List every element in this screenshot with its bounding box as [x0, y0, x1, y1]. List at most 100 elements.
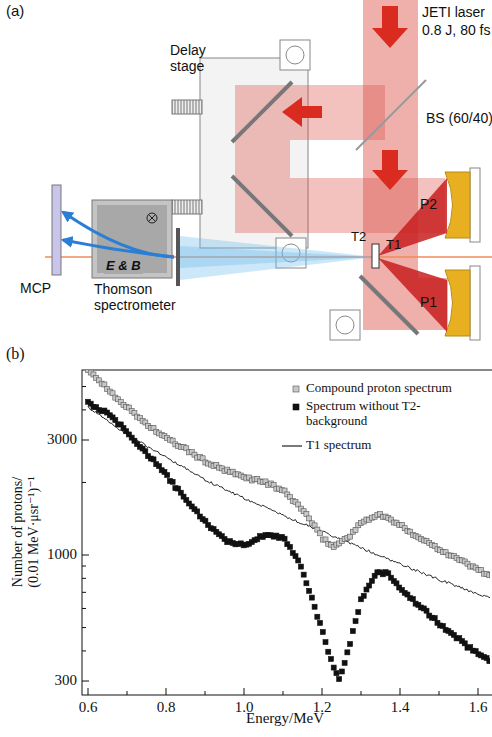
y-tick-label: 300	[0, 672, 77, 689]
y-axis-title: Number of protons/ (0.01 MeV·μsr⁻¹)⁻¹	[10, 467, 42, 597]
data-marker	[304, 581, 309, 586]
data-marker	[334, 671, 339, 676]
compound-spectrum-markers	[86, 370, 491, 581]
beam-arrow	[372, 6, 408, 48]
data-marker	[320, 630, 325, 635]
data-marker	[350, 629, 355, 634]
t1-spectrum-line	[88, 406, 490, 600]
x-tick	[400, 688, 401, 695]
part-label: P2	[420, 196, 437, 212]
x-tick-label: 1.4	[391, 699, 410, 716]
data-marker	[348, 642, 353, 647]
proton-beam	[180, 246, 376, 268]
mirror-mount	[330, 310, 360, 340]
beam-arrow	[282, 97, 322, 127]
data-marker	[318, 531, 323, 536]
parabola-p2	[445, 172, 470, 238]
data-marker	[328, 657, 333, 662]
focused-beam	[378, 178, 447, 256]
data-marker	[143, 449, 148, 454]
data-marker	[323, 640, 328, 645]
field-label: E & B	[104, 259, 143, 274]
beam-splitter	[356, 80, 426, 150]
x-tick	[244, 688, 245, 695]
data-marker	[342, 660, 347, 665]
legend-line	[282, 445, 302, 446]
data-marker	[410, 597, 415, 602]
data-marker	[170, 479, 175, 484]
data-marker	[298, 564, 303, 569]
x-tick	[478, 688, 479, 695]
spectrometer-housing	[92, 200, 172, 278]
data-marker	[348, 534, 353, 539]
x-tick	[205, 691, 206, 695]
background-free-spectrum-markers	[86, 399, 491, 681]
x-tick	[166, 688, 167, 695]
pinhole-plate	[176, 228, 180, 286]
data-marker	[296, 558, 301, 563]
panel-label: (a)	[6, 2, 24, 19]
axis-ticks	[82, 387, 478, 695]
data-marker	[432, 616, 437, 621]
part-label: T1	[386, 238, 401, 253]
data-marker	[361, 593, 366, 598]
y-tick	[82, 592, 86, 593]
targets	[372, 244, 379, 268]
micrometer-screw	[172, 200, 202, 214]
part-label: Delay stage	[170, 42, 218, 74]
data-marker	[282, 536, 287, 541]
data-marker	[490, 658, 491, 663]
x-tick	[439, 691, 440, 695]
y-tick	[82, 555, 89, 556]
parabola-p1	[445, 270, 470, 336]
parabola-mount	[470, 168, 480, 242]
field-symbol	[147, 213, 157, 223]
data-marker	[301, 572, 306, 577]
x-tick	[322, 688, 323, 695]
legend-marker	[293, 404, 299, 410]
mirror	[232, 176, 292, 236]
data-marker	[490, 573, 491, 578]
data-marker	[353, 619, 358, 624]
legend-marker	[293, 386, 299, 392]
x-tick	[127, 691, 128, 695]
data-marker	[309, 595, 314, 600]
data-marker	[337, 677, 342, 682]
proton-beam	[180, 236, 376, 280]
x-tick	[88, 688, 89, 695]
data-marker	[195, 509, 200, 514]
deflected-ions	[63, 240, 174, 257]
data-marker	[424, 608, 429, 613]
focused-beam	[378, 258, 447, 332]
y-tick	[82, 482, 86, 483]
plot-area	[86, 370, 491, 682]
data-marker	[326, 649, 331, 654]
data-marker	[307, 588, 312, 593]
x-axis-title: Energy/MeV	[246, 710, 324, 727]
part-label: T2	[351, 230, 366, 245]
legend-samples	[282, 386, 302, 446]
y-tick	[82, 608, 86, 609]
x-tick-label: 1.6	[469, 699, 488, 716]
data-marker	[312, 604, 317, 609]
y-tick	[82, 566, 86, 567]
laser-parameters: 0.8 J, 80 fs	[422, 22, 490, 38]
data-marker	[353, 527, 358, 532]
data-marker	[315, 614, 320, 619]
split-beam	[235, 85, 385, 140]
y-tick	[82, 681, 89, 682]
data-marker	[318, 620, 323, 625]
y-tick	[82, 386, 86, 387]
y-tick	[82, 409, 86, 410]
legend-entry: T1 spectrum	[306, 438, 486, 453]
y-tick	[82, 440, 89, 441]
x-tick	[361, 691, 362, 695]
data-marker	[165, 473, 170, 478]
plot-frame	[82, 370, 492, 695]
data-marker	[339, 669, 344, 674]
mirror-knob	[286, 46, 304, 64]
spectrum-chart	[82, 367, 492, 695]
experimental-setup	[45, 0, 492, 340]
